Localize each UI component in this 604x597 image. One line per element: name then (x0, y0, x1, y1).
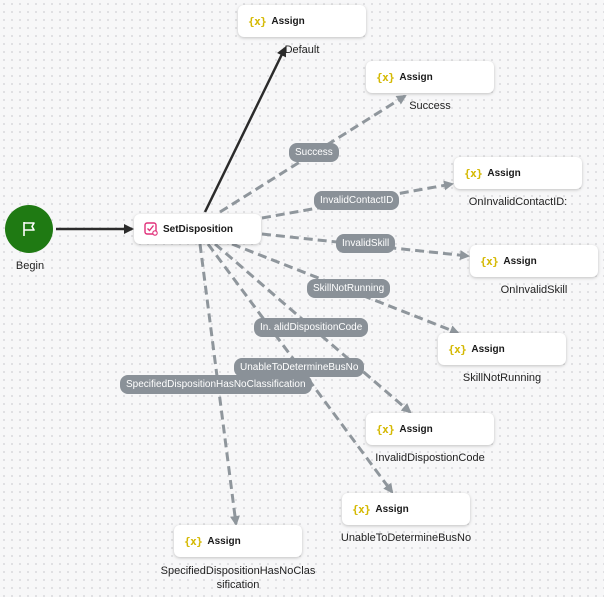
assign-node-specifieddisp[interactable]: {x} Assign (174, 525, 302, 557)
edge-label-unabletodeterminebusno[interactable]: UnableToDetermineBusNo (234, 358, 365, 377)
node-title: Assign (399, 71, 433, 83)
begin-node[interactable] (5, 205, 53, 253)
assign-label-success: Success (409, 100, 451, 112)
variable-icon: {x} (448, 342, 467, 356)
edge-to-oninvalidcontact[interactable] (261, 180, 454, 220)
assign-label-specifieddisp: SpecifiedDispositionHasNoClassification (160, 565, 316, 591)
assign-node-oninvalidskill[interactable]: {x} Assign (470, 245, 598, 277)
edge-label-invalidskill[interactable]: InvalidSkill (336, 234, 396, 253)
node-title: Assign (375, 503, 409, 515)
assign-node-unabletodetermine[interactable]: {x} Assign (342, 493, 470, 525)
node-title: Assign (271, 15, 305, 27)
edge-label-specifieddispositionhasnoclassification[interactable]: SpecifiedDispositionHasNoClassification (120, 375, 312, 394)
assign-label-unabletodetermine: UnableToDetermineBusNo (340, 532, 472, 544)
variable-icon: {x} (248, 14, 267, 28)
variable-icon: {x} (480, 254, 499, 268)
node-title: SetDisposition (163, 223, 234, 235)
node-title: Assign (399, 423, 433, 435)
edge-label-invaliddispositioncode[interactable]: In. alidDispositionCode (254, 318, 369, 337)
assign-label-oninvalidskill: OnInvalidSkill (500, 284, 568, 296)
assign-node-skillnotrunning[interactable]: {x} Assign (438, 333, 566, 365)
assign-node-invaliddispostion[interactable]: {x} Assign (366, 413, 494, 445)
assign-label-invaliddispostion: InvalidDispostionCode (375, 452, 485, 464)
edge-to-success[interactable] (219, 94, 407, 214)
disposition-checkbox-icon (144, 222, 158, 236)
setdisposition-node[interactable]: SetDisposition (134, 214, 261, 244)
node-title: Assign (487, 167, 521, 179)
flag-icon (23, 222, 35, 236)
assign-label-skillnotrunning: SkillNotRunning (462, 372, 542, 384)
edge-label-skillnotrunning[interactable]: SkillNotRunning (307, 279, 391, 298)
variable-icon: {x} (376, 70, 395, 84)
begin-label: Begin (15, 260, 45, 272)
node-title: Assign (503, 255, 537, 267)
assign-node-default[interactable]: {x} Assign (238, 5, 366, 37)
variable-icon: {x} (464, 166, 483, 180)
variable-icon: {x} (184, 534, 203, 548)
node-title: Assign (207, 535, 241, 547)
node-title: Assign (471, 343, 505, 355)
variable-icon: {x} (376, 422, 395, 436)
assign-label-oninvalidcontact: OnInvalidContactID: (468, 196, 568, 208)
edge-to-skillnotrunning[interactable] (231, 242, 460, 335)
edge-label-invalidcontactid[interactable]: InvalidContactID (314, 191, 400, 210)
assign-node-oninvalidcontact[interactable]: {x} Assign (454, 157, 582, 189)
edge-label-success[interactable]: Success (289, 143, 339, 162)
assign-label-default: Default (284, 44, 320, 56)
assign-node-success[interactable]: {x} Assign (366, 61, 494, 93)
edge-to-default[interactable] (203, 46, 287, 213)
variable-icon: {x} (352, 502, 371, 516)
